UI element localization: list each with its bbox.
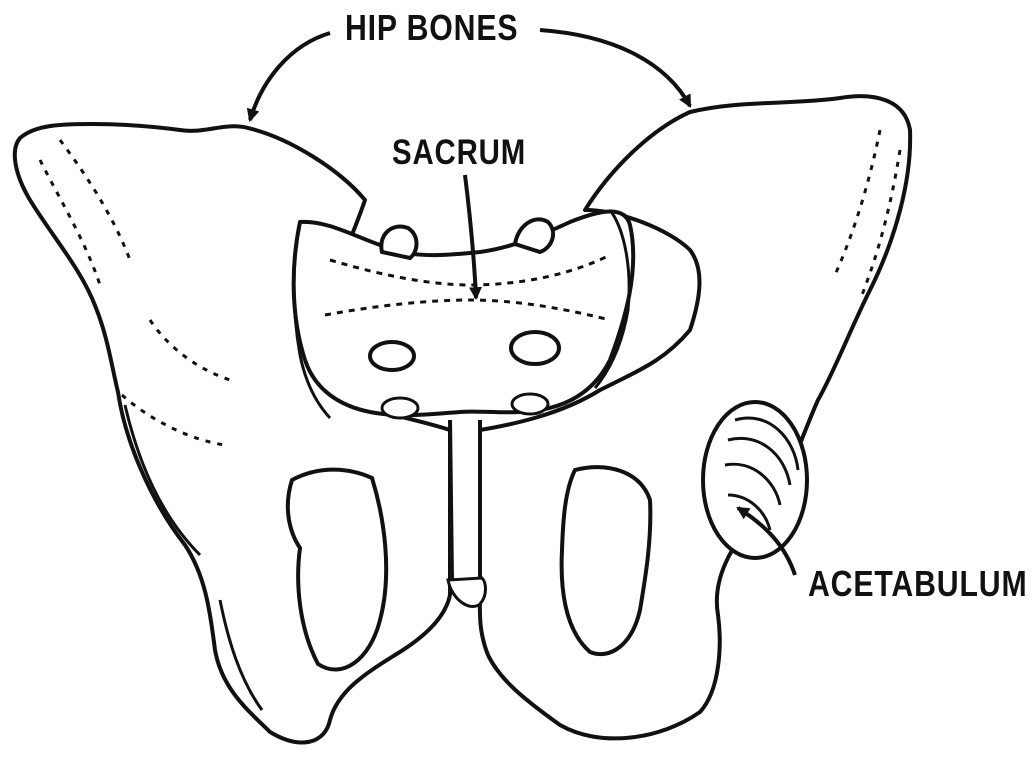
left-lower-sacral-foramen	[382, 398, 418, 418]
hip-bones-right-arrow	[540, 30, 690, 106]
hip-bones-label: HIP BONES	[345, 10, 518, 46]
sacrum-outline	[294, 211, 634, 415]
coccyx	[448, 578, 486, 607]
sacrum-label: SACRUM	[392, 135, 526, 170]
right-obturator-foramen	[562, 467, 651, 654]
right-ilium-outline	[480, 96, 910, 738]
right-hip-bone	[480, 96, 910, 738]
right-lower-sacral-foramen	[512, 394, 548, 414]
acetabulum-outer-rim	[703, 402, 807, 558]
right-superior-articular-process	[515, 219, 553, 252]
pubic-symphysis-gap	[450, 420, 480, 582]
left-superior-articular-process	[381, 227, 416, 258]
acetabulum-socket	[703, 402, 807, 558]
right-sacral-foramen	[511, 332, 559, 364]
acetabulum-label: ACETABULUM	[808, 566, 1027, 602]
left-sacral-foramen	[370, 342, 414, 370]
left-hip-bone	[15, 124, 450, 742]
sacrum-bone	[294, 210, 634, 418]
hip-bones-left-arrow	[250, 33, 330, 120]
pubic-symphysis	[448, 420, 486, 607]
